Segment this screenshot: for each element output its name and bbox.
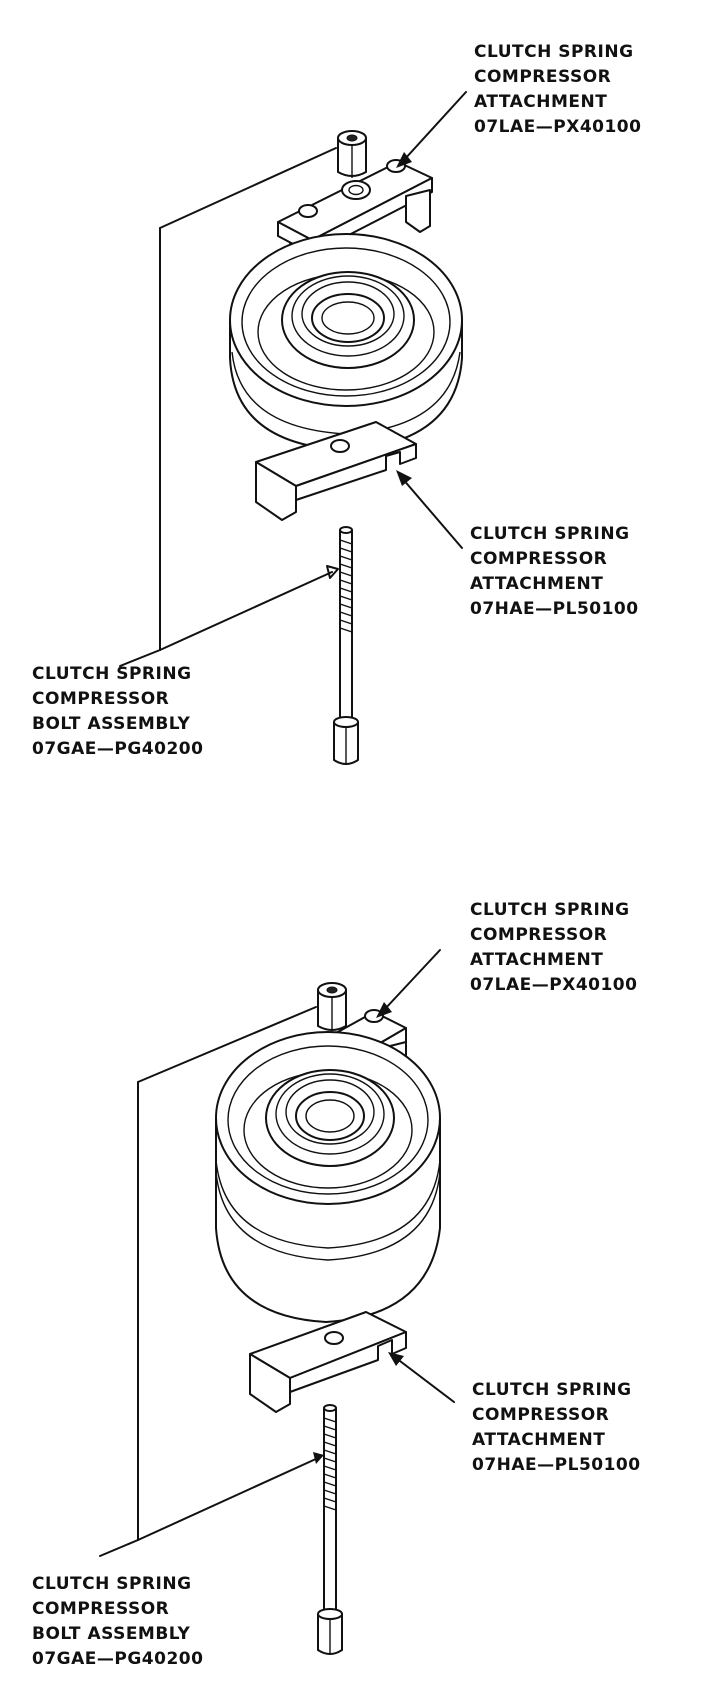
assembly-drawing-bottom <box>99 949 455 1655</box>
arrowhead <box>376 1002 392 1018</box>
leader-line-upper <box>403 91 467 161</box>
leader-line-bolt <box>159 571 333 651</box>
arrowhead <box>388 1352 404 1366</box>
label-bolt-assembly: CLUTCH SPRING COMPRESSOR BOLT ASSEMBLY 0… <box>32 664 204 759</box>
diagram-panel-top: CLUTCH SPRING COMPRESSOR ATTACHMENT 07LA… <box>32 42 642 765</box>
label-lower-attachment: CLUTCH SPRING COMPRESSOR ATTACHMENT 07HA… <box>472 1380 641 1475</box>
leader-line-label <box>99 1539 139 1557</box>
label-upper-attachment: CLUTCH SPRING COMPRESSOR ATTACHMENT 07LA… <box>474 42 642 137</box>
pulley-part <box>215 1031 441 1323</box>
leader-line-bolt <box>137 1457 319 1541</box>
arrowhead <box>396 152 412 168</box>
lower-attachment-part <box>255 421 417 521</box>
arrowhead <box>326 565 339 579</box>
bolt-assembly-part <box>333 526 359 765</box>
leader-line-label <box>119 649 161 667</box>
bolt-assembly-part <box>317 1404 343 1655</box>
leader-line-upper <box>383 949 441 1011</box>
label-upper-attachment: CLUTCH SPRING COMPRESSOR ATTACHMENT 07LA… <box>470 900 638 995</box>
arrowhead <box>313 1452 324 1464</box>
leader-line-nut <box>137 1006 317 1083</box>
pulley-part <box>229 233 463 451</box>
label-lower-attachment: CLUTCH SPRING COMPRESSOR ATTACHMENT 07HA… <box>470 524 639 619</box>
leader-line-lower <box>401 477 463 549</box>
assembly-drawing-top <box>119 91 467 765</box>
label-bolt-assembly: CLUTCH SPRING COMPRESSOR BOLT ASSEMBLY 0… <box>32 1574 204 1669</box>
diagram-panel-bottom: CLUTCH SPRING COMPRESSOR ATTACHMENT 07LA… <box>0 842 704 1684</box>
arrowhead <box>396 470 412 486</box>
leader-line-nut <box>159 147 337 229</box>
leader-line-lower <box>395 1357 455 1403</box>
lower-attachment-part <box>249 1311 407 1413</box>
